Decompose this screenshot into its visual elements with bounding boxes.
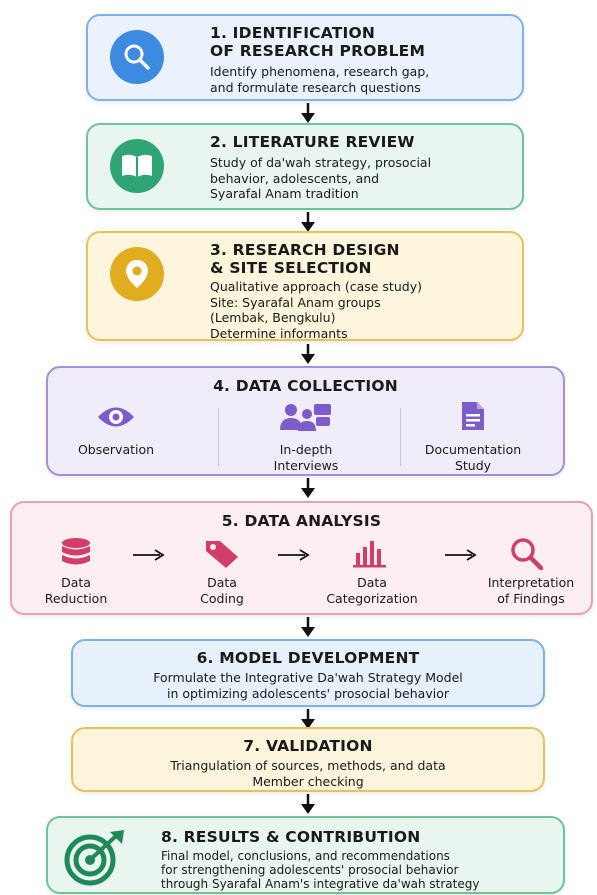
people-chat-icon <box>280 404 331 431</box>
step-6-desc: in optimizing adolescents' prosocial beh… <box>167 685 449 701</box>
divider <box>218 408 219 466</box>
book-icon <box>110 139 164 193</box>
step-7-title: 7. VALIDATION <box>243 737 373 755</box>
stage-label: Coding <box>200 590 244 606</box>
stage-label: Data <box>61 575 91 590</box>
target-icon <box>64 830 124 886</box>
location-pin-icon <box>110 247 164 301</box>
step-1-box: 1. IDENTIFICATION OF RESEARCH PROBLEM Id… <box>86 14 524 101</box>
step-3-title: & SITE SELECTION <box>210 259 372 277</box>
stage-label: Reduction <box>44 590 108 606</box>
bar-chart-icon <box>353 541 386 568</box>
step-8-box: 8. RESULTS & CONTRIBUTION Final model, c… <box>46 816 565 894</box>
step-1-desc: Identify phenomena, research gap, <box>210 64 430 79</box>
step-2-desc: Study of da'wah strategy, prosocial <box>210 155 432 170</box>
step-3-desc: Determine informants <box>210 325 348 341</box>
step-6-title: 6. MODEL DEVELOPMENT <box>196 649 420 667</box>
eye-icon <box>98 407 134 427</box>
stage-label: Data <box>357 575 387 590</box>
step-7-desc: Triangulation of sources, methods, and d… <box>170 758 446 773</box>
step-3-desc: Site: Syarafal Anam groups <box>210 294 381 310</box>
step-8-desc: Final model, conclusions, and recommenda… <box>161 849 450 863</box>
document-icon <box>462 402 484 430</box>
search-icon <box>110 30 164 84</box>
search-icon <box>511 538 544 571</box>
step-5-title: 5. DATA ANALYSIS <box>221 512 382 530</box>
step-8-desc: for strengthening adolescents' prosocial… <box>161 863 459 877</box>
stage-label: Interpretation <box>487 575 575 590</box>
method-label: Study <box>454 457 492 473</box>
step-3-box: 3. RESEARCH DESIGN & SITE SELECTION Qual… <box>86 231 524 341</box>
right-arrow-icon <box>133 549 165 561</box>
step-1-title: OF RESEARCH PROBLEM <box>210 42 426 60</box>
down-arrow-icon <box>301 212 315 232</box>
method-label: Observation <box>77 442 155 457</box>
step-2-box: 2. LITERATURE REVIEW Study of da'wah str… <box>86 123 524 210</box>
down-arrow-icon <box>301 344 315 364</box>
down-arrow-icon <box>301 617 315 637</box>
stage-label: of Findings <box>497 590 565 606</box>
down-arrow-icon <box>301 709 315 729</box>
step-7-box: 7. VALIDATION Triangulation of sources, … <box>71 727 545 792</box>
step-4-box: 4. DATA COLLECTION Observation In-depth … <box>46 366 565 476</box>
step-5-box: 5. DATA ANALYSIS Data Reduction Data Cod… <box>10 501 593 615</box>
step-6-box: 6. MODEL DEVELOPMENT Formulate the Integ… <box>71 639 545 707</box>
step-7-desc: Member checking <box>252 773 364 789</box>
right-arrow-icon <box>278 549 310 561</box>
stage-label: Data <box>207 575 237 590</box>
step-3-desc: (Lembak, Bengkulu) <box>210 310 336 325</box>
step-6-desc: Formulate the Integrative Da'wah Strateg… <box>153 670 463 685</box>
step-4-title: 4. DATA COLLECTION <box>213 377 398 395</box>
divider <box>400 408 401 466</box>
stage-label: Categorization <box>326 590 418 606</box>
step-2-desc: behavior, adolescents, and <box>210 170 380 186</box>
method-label: Documentation <box>424 442 522 457</box>
tag-icon <box>206 541 238 568</box>
down-arrow-icon <box>301 794 315 814</box>
step-2-desc: Syarafal Anam tradition <box>210 186 359 201</box>
step-3-desc: Qualitative approach (case study) <box>210 279 422 294</box>
down-arrow-icon <box>301 478 315 498</box>
down-arrow-icon <box>301 103 315 123</box>
step-1-desc: and formulate research questions <box>210 79 421 95</box>
step-3-title: 3. RESEARCH DESIGN <box>210 241 400 259</box>
step-2-title: 2. LITERATURE REVIEW <box>210 133 415 151</box>
step-8-desc: through Syarafal Anam's integrative da'w… <box>161 877 480 891</box>
step-1-title: 1. IDENTIFICATION <box>210 24 376 42</box>
method-label: Interviews <box>273 457 339 473</box>
step-8-title: 8. RESULTS & CONTRIBUTION <box>161 828 421 846</box>
method-label: In-depth <box>279 442 333 457</box>
database-icon <box>62 538 90 565</box>
right-arrow-icon <box>445 549 477 561</box>
